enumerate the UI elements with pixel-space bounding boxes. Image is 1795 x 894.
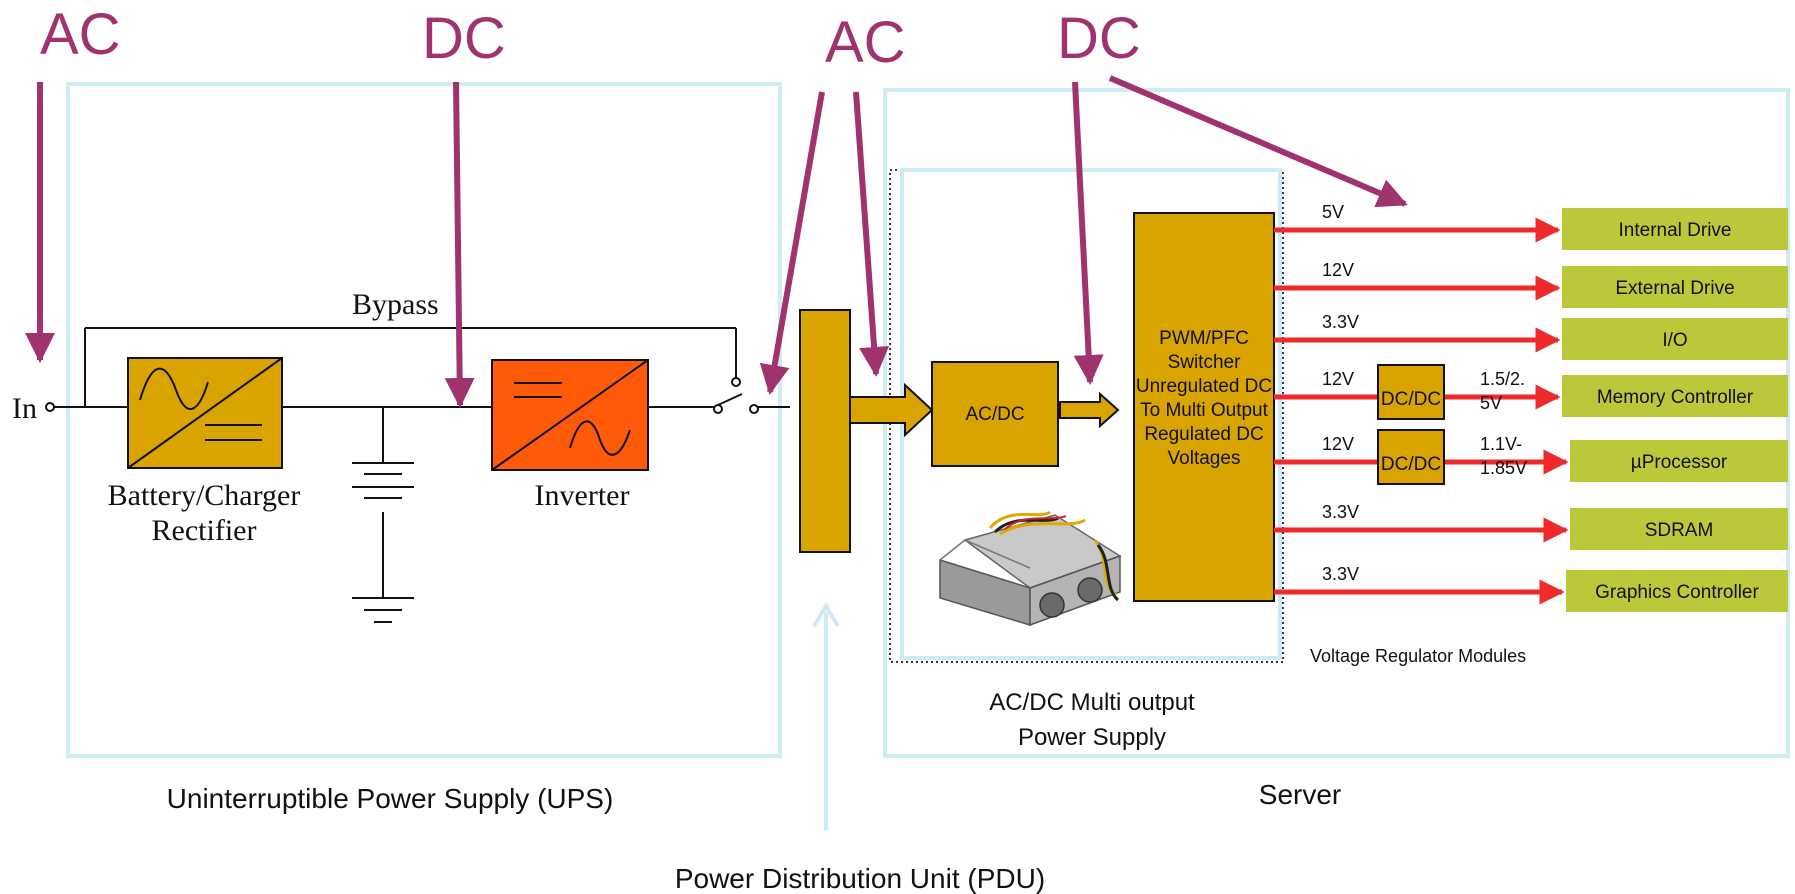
label-dc-left: DC bbox=[422, 6, 506, 71]
rail-output-voltage: 1.85V bbox=[1480, 458, 1527, 478]
label-in: In bbox=[12, 392, 37, 425]
rail-voltage: 3.3V bbox=[1322, 312, 1359, 332]
label-pwm-5: Regulated DC bbox=[1144, 424, 1263, 445]
label-acdc: AC/DC bbox=[965, 404, 1024, 425]
arrow-dc-battery bbox=[444, 81, 475, 408]
load-box bbox=[1566, 570, 1788, 612]
label-vrm: Voltage Regulator Modules bbox=[1310, 646, 1526, 666]
input-terminal bbox=[45, 402, 55, 412]
load-box bbox=[1562, 318, 1788, 360]
rail-voltage: 12V bbox=[1322, 260, 1354, 280]
ups-frame bbox=[66, 82, 782, 758]
load-box bbox=[1562, 208, 1788, 250]
label-pwm-4: To Multi Output bbox=[1140, 400, 1268, 421]
arrow-ac-pdu bbox=[853, 91, 890, 377]
load-box bbox=[1562, 266, 1788, 308]
arrow-pdu-head bbox=[812, 602, 840, 628]
load-box bbox=[1570, 440, 1788, 482]
arrow-ac-switch bbox=[759, 91, 825, 395]
rails-layer: 5V Internal Drive 12V External Drive 3.3V I/O… bbox=[1274, 202, 1788, 612]
dcdc-block bbox=[1377, 429, 1445, 485]
label-pwm-6: Voltages bbox=[1168, 448, 1241, 469]
label-pwm-2: Switcher bbox=[1168, 352, 1242, 373]
pdu-bar bbox=[799, 309, 851, 553]
pdu-to-acdc-arrow bbox=[849, 382, 934, 438]
load-label: I/O bbox=[1662, 330, 1687, 351]
rail-output-voltage: 1.1V- bbox=[1480, 434, 1522, 454]
label-battery-charger: Battery/Charger bbox=[108, 479, 301, 512]
pwm-block bbox=[1133, 212, 1275, 602]
inverter-diagonal bbox=[491, 359, 649, 471]
label-rectifier: Rectifier bbox=[152, 514, 257, 547]
load-label: µProcessor bbox=[1631, 452, 1728, 473]
load-label: SDRAM bbox=[1645, 520, 1714, 541]
load-box bbox=[1570, 508, 1788, 550]
acdc-to-pwm-arrow bbox=[1059, 391, 1120, 429]
load-label: External Drive bbox=[1615, 278, 1734, 299]
label-ups: Uninterruptible Power Supply (UPS) bbox=[167, 783, 614, 814]
dcdc-label: DC/DC bbox=[1381, 454, 1441, 475]
label-dc-right: DC bbox=[1057, 6, 1141, 71]
arrow-dc-rails bbox=[1108, 75, 1408, 208]
switch-lever bbox=[717, 393, 743, 406]
rail-voltage: 3.3V bbox=[1322, 564, 1359, 584]
label-pdu: Power Distribution Unit (PDU) bbox=[675, 863, 1045, 894]
label-pwm-1: PWM/PFC bbox=[1159, 328, 1249, 349]
label-server: Server bbox=[1259, 779, 1341, 810]
arrow-dc-pwm bbox=[1072, 81, 1104, 385]
label-ac-left: AC bbox=[40, 2, 121, 67]
label-pwm-3: Unregulated DC bbox=[1136, 376, 1272, 397]
rail-voltage: 3.3V bbox=[1322, 502, 1359, 522]
load-box bbox=[1562, 375, 1788, 417]
acdc-block bbox=[931, 361, 1059, 467]
rail-voltage: 12V bbox=[1322, 369, 1354, 389]
sine-icon-inverter bbox=[569, 420, 631, 456]
switch-contact-right bbox=[749, 404, 759, 414]
label-ac-right: AC bbox=[825, 10, 906, 75]
dcdc-block bbox=[1377, 364, 1445, 420]
load-label: Graphics Controller bbox=[1595, 582, 1759, 603]
label-psu-caption-2: Power Supply bbox=[1018, 724, 1166, 751]
load-label: Internal Drive bbox=[1619, 220, 1732, 241]
switch-contact-left bbox=[713, 404, 723, 414]
label-bypass: Bypass bbox=[352, 288, 439, 321]
psu-image bbox=[939, 510, 1122, 627]
rail-output-voltage: 1.5/2. bbox=[1480, 369, 1525, 389]
sine-icon bbox=[139, 367, 209, 411]
rail-voltage: 12V bbox=[1322, 434, 1354, 454]
label-psu-caption-1: AC/DC Multi output bbox=[989, 689, 1195, 716]
rail-voltage: 5V bbox=[1322, 202, 1344, 222]
switch-contact-top bbox=[731, 377, 741, 387]
load-label: Memory Controller bbox=[1597, 387, 1754, 408]
rectifier-diagonal bbox=[127, 357, 283, 469]
label-inverter: Inverter bbox=[535, 479, 630, 512]
dcdc-label: DC/DC bbox=[1381, 389, 1441, 410]
rail-output-voltage: 5V bbox=[1480, 393, 1502, 413]
